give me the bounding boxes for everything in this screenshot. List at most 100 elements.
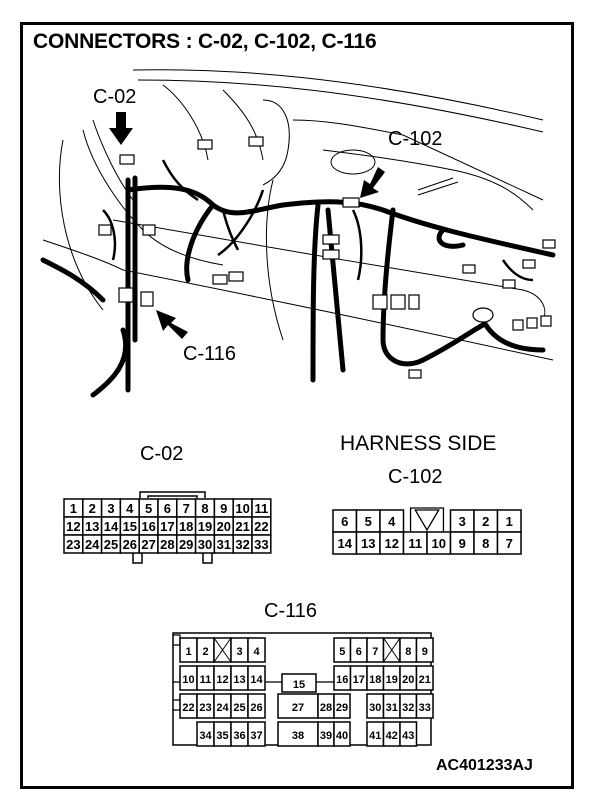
pin-number: 5: [145, 501, 152, 516]
pin-number: 23: [66, 537, 80, 552]
pin-number: 9: [459, 536, 466, 551]
pin-cell: [247, 665, 266, 691]
figure-frame: [20, 22, 574, 789]
pin-cell: [247, 637, 266, 663]
pin-number: 7: [372, 646, 378, 658]
c102-connector-shape: [342, 197, 360, 208]
pin-number: 30: [198, 537, 212, 552]
pin-number: 15: [293, 679, 305, 691]
pin-number: 18: [179, 519, 193, 534]
pin-number: 14: [338, 536, 353, 551]
pin-number: 4: [253, 646, 260, 658]
pin-number: 42: [386, 730, 398, 742]
pin-number: 35: [216, 730, 228, 742]
pin-number: 1: [506, 514, 513, 529]
pin-number: 21: [419, 674, 431, 686]
pin-number: 27: [141, 537, 155, 552]
pin-number: 16: [141, 519, 155, 534]
pin-number: 18: [369, 674, 381, 686]
pin-cell: [251, 534, 272, 554]
pin-number: 10: [235, 501, 249, 516]
pin-number: 24: [85, 537, 100, 552]
pin-number: 3: [459, 514, 466, 529]
key-marker-icon: [414, 509, 440, 532]
pin-number: 30: [369, 702, 381, 714]
pin-number: 32: [235, 537, 249, 552]
pin-cell: [333, 721, 351, 747]
figure-title: CONNECTORS : C-02, C-102, C-116: [33, 30, 377, 53]
pin-number: 12: [216, 674, 228, 686]
pin-number: 12: [385, 536, 399, 551]
pin-cell: [399, 721, 418, 747]
callout-c02: C-02: [93, 86, 137, 108]
pin-number: 13: [85, 519, 99, 534]
pin-number: 10: [182, 674, 194, 686]
pin-number: 9: [422, 646, 428, 658]
pin-number: 2: [482, 514, 489, 529]
pin-cell: [281, 673, 317, 693]
pin-number: 19: [198, 519, 212, 534]
pin-number: 26: [250, 702, 262, 714]
pin-number: 23: [199, 702, 211, 714]
pin-number: 13: [233, 674, 245, 686]
pin-number: 25: [104, 537, 118, 552]
pin-number: 13: [361, 536, 375, 551]
c116-connector-shape: [118, 287, 134, 303]
pin-cell: [247, 693, 266, 719]
c02-arrow: [109, 112, 133, 145]
pin-cell: [247, 721, 266, 747]
pin-number: 4: [388, 514, 396, 529]
pin-number: 36: [233, 730, 245, 742]
c102-label: C-102: [388, 466, 443, 488]
blank-pin-cross: [383, 637, 401, 663]
pin-number: 43: [402, 730, 414, 742]
callout-c116: C-116: [183, 343, 236, 365]
pin-number: 38: [292, 730, 304, 742]
pin-number: 4: [126, 501, 134, 516]
pin-cell: [415, 693, 434, 719]
pin-number: 39: [320, 730, 332, 742]
pin-number: 14: [104, 519, 119, 534]
pin-number: 8: [201, 501, 208, 516]
pin-cell: [333, 693, 351, 719]
pin-number: 28: [320, 702, 332, 714]
pin-cell: [415, 665, 434, 691]
pin-number: 3: [236, 646, 242, 658]
pin-number: 24: [216, 702, 229, 714]
pin-number: 27: [292, 702, 304, 714]
pin-number: 29: [179, 537, 193, 552]
pin-number: 6: [164, 501, 171, 516]
pin-number: 1: [70, 501, 77, 516]
pin-number: 40: [336, 730, 348, 742]
pin-number: 28: [160, 537, 174, 552]
pin-number: 22: [254, 519, 268, 534]
c02-label: C-02: [140, 443, 184, 465]
pin-number: 10: [432, 536, 446, 551]
c102-arrow: [360, 167, 385, 198]
pin-cell: [415, 637, 434, 663]
pin-number: 16: [336, 674, 348, 686]
pin-number: 9: [220, 501, 227, 516]
pin-number: 41: [369, 730, 381, 742]
pin-number: 19: [386, 674, 398, 686]
harness-illustration: [40, 69, 556, 398]
pin-number: 33: [419, 702, 431, 714]
pin-number: 6: [341, 514, 348, 529]
key-slot: [409, 507, 445, 532]
pin-number: 20: [217, 519, 231, 534]
pin-number: 21: [235, 519, 249, 534]
pin-number: 17: [160, 519, 174, 534]
pin-number: 31: [217, 537, 231, 552]
pin-number: 22: [182, 702, 194, 714]
pin-cell: [496, 531, 522, 555]
pin-number: 3: [107, 501, 114, 516]
blank-pin-cross: [213, 637, 232, 663]
pin-number: 31: [386, 702, 398, 714]
pin-number: 34: [199, 730, 212, 742]
pin-number: 32: [402, 702, 414, 714]
figure-code: AC401233AJ: [436, 757, 533, 774]
pin-number: 37: [250, 730, 262, 742]
pin-number: 29: [336, 702, 348, 714]
